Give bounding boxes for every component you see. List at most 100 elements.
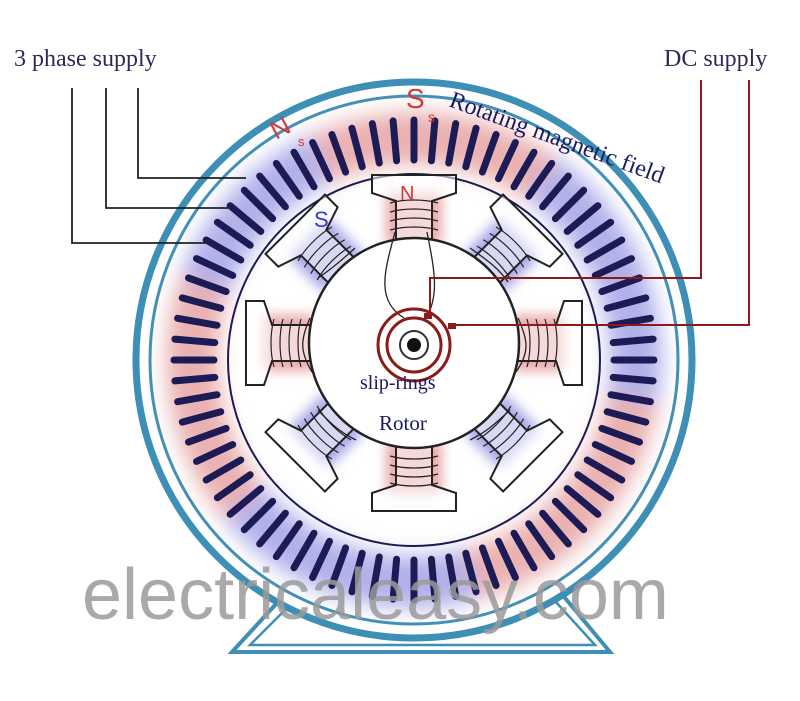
stator-slot (389, 555, 401, 603)
stator-slot (583, 236, 626, 264)
stator-slot (445, 120, 460, 167)
pole-winding-turn (316, 405, 352, 441)
stator-slot (328, 544, 350, 589)
dc-supply-leads (429, 80, 750, 326)
rotor-pole-south (264, 193, 365, 294)
stator-slot (348, 124, 366, 171)
pole-winding-turn (495, 226, 531, 262)
rotor-pole-north (245, 300, 316, 386)
stator-slot (462, 124, 480, 171)
stator-slot (609, 373, 657, 385)
stator-slot (185, 274, 230, 296)
rotor-pole-n-label: N (400, 183, 414, 205)
stator-slot (539, 509, 572, 548)
stator-slot (348, 549, 366, 596)
stator-slot (609, 335, 657, 347)
three-phase-leads (71, 88, 246, 244)
stator-slot (563, 485, 602, 518)
pole-winding-turn (303, 418, 339, 454)
stator-pole-s-label: S (406, 83, 425, 114)
stator-pole-s-subscript: s (428, 109, 435, 125)
stator-slot (495, 537, 519, 581)
stator-slot (427, 117, 439, 165)
pole-winding-turn (389, 455, 439, 460)
stator-slot (290, 148, 318, 191)
pole-winding-turn (297, 318, 302, 368)
pole-winding-turn (310, 412, 345, 447)
stator-slot (525, 520, 556, 561)
dc-supply-label: DC supply (664, 46, 767, 72)
stator-pole-n-subscript: s (298, 134, 305, 149)
pole-winding-turn (495, 424, 531, 460)
stator-slot (202, 236, 245, 264)
stator-slot (174, 314, 221, 329)
three-phase-supply-label: 3 phase supply (14, 46, 157, 72)
pole-winding-turn (553, 318, 558, 368)
slip-rings (376, 307, 456, 383)
pole-winding-turn (489, 232, 525, 268)
stator-slot (309, 537, 333, 581)
stator-slot (226, 202, 265, 235)
stator-slot (591, 441, 635, 465)
stator-slot (551, 186, 588, 223)
rotor-pole-north (512, 300, 583, 386)
stator-slot (603, 408, 650, 426)
stator-slot (495, 139, 519, 183)
stator-slot (368, 120, 383, 167)
pole-winding-turn (270, 318, 275, 368)
stator-slot (427, 555, 439, 603)
watermark: electricaleasy.com (82, 555, 669, 635)
stator-slot (539, 172, 572, 211)
stator-slot (551, 497, 588, 534)
stator-slot (226, 485, 265, 518)
pole-winding-turn (389, 208, 439, 213)
rotor-pole-s-label: S (314, 207, 329, 232)
stator-slots (170, 116, 658, 604)
stator-slot (178, 408, 225, 426)
stator-slot (574, 471, 615, 502)
pole-winding-turn (389, 226, 439, 231)
shaft-center (407, 338, 421, 352)
field-winding-wires (302, 231, 527, 441)
slip-rings-label: slip-rings (360, 372, 436, 394)
stator-slot (290, 529, 318, 572)
stator-slot (598, 274, 643, 296)
stator-slot (178, 294, 225, 312)
pole-winding-turn (489, 418, 525, 454)
stator-slot (563, 202, 602, 235)
stator-slot (478, 544, 500, 589)
pole-winding-turn (526, 318, 531, 368)
stator-slot (213, 471, 254, 502)
stator-slot (240, 186, 277, 223)
brush-2 (448, 323, 456, 329)
pole-winding-turn (288, 318, 293, 368)
pole-winding-turn (483, 412, 518, 447)
stator-slot (603, 294, 650, 312)
pole-winding-turn (389, 199, 439, 204)
stator-slot (478, 131, 500, 176)
stator-slot (272, 159, 303, 200)
pole-winding-turn (389, 482, 439, 487)
stator-slot (171, 335, 219, 347)
stator-slot (525, 159, 556, 200)
stator-slot (607, 391, 654, 406)
stator-slot (193, 441, 237, 465)
stator-slot (389, 117, 401, 165)
pole-winding-turn (476, 245, 512, 281)
stator-slot (574, 218, 615, 249)
stator-slot (193, 255, 237, 279)
pole-winding-turn (483, 239, 518, 274)
stator-slot (256, 172, 289, 211)
stator-slot (256, 509, 289, 548)
stator-slot (309, 139, 333, 183)
brush-1 (424, 313, 432, 319)
stator-slot (202, 456, 245, 484)
stator-slot (328, 131, 350, 176)
stator-slot (240, 497, 277, 534)
pole-winding-turn (476, 405, 512, 441)
field-glow-arc (223, 485, 479, 608)
field-glow-arc (464, 393, 659, 600)
pole-winding-turn (389, 473, 439, 478)
rotor-pole-north (371, 174, 457, 245)
